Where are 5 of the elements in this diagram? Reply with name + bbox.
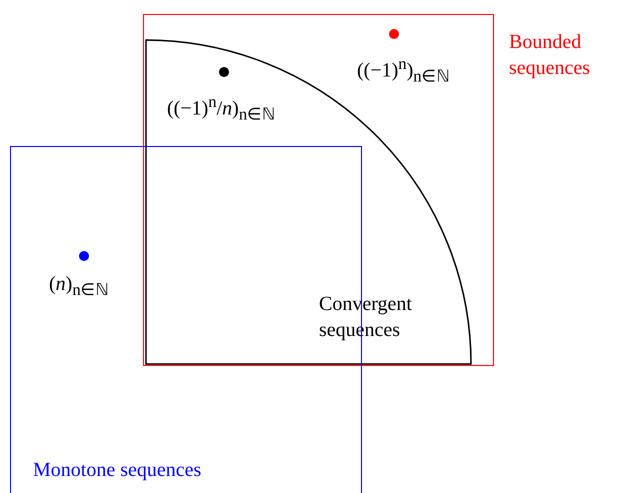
set-label: Monotone sequences <box>33 458 202 483</box>
sequence-formula: ((−1)$^{n}$/n)$_{n∈ℕ}$ <box>167 91 276 126</box>
set-label: Bounded sequences <box>509 30 592 81</box>
sequence-formula: ((−1)$^{n}$)$_{n∈ℕ}$ <box>357 53 451 88</box>
sequence-formula: (n)$_{n∈ℕ}$ <box>49 272 110 301</box>
